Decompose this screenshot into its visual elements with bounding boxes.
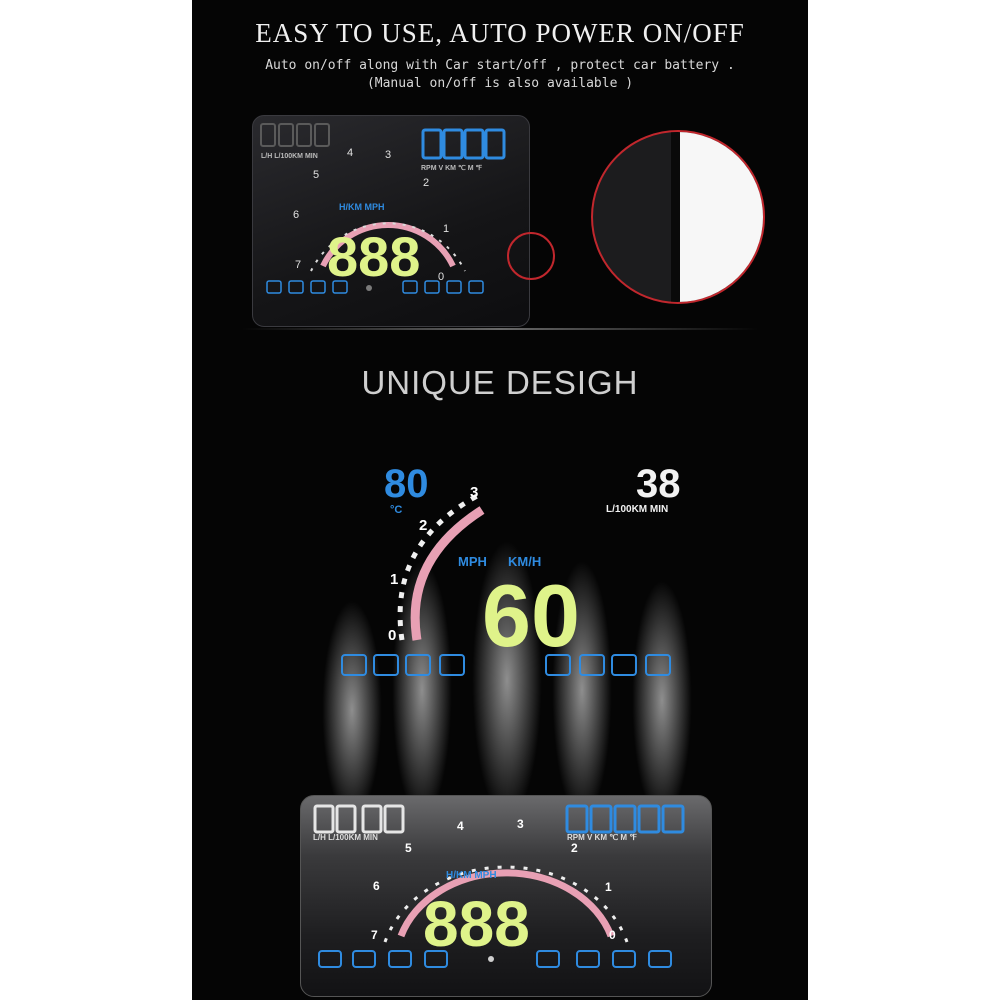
hud-large-scale-7: 7 (371, 928, 378, 942)
hud-small-left-digit-block (260, 123, 330, 147)
brake-icon (373, 654, 399, 676)
coolant-icon (402, 280, 418, 294)
battery-warning-icon (424, 280, 440, 294)
door-icon (318, 950, 342, 968)
engine-icon (352, 950, 376, 968)
coolant-icon (439, 654, 465, 676)
hud-large-left-digit-block (313, 804, 405, 834)
section-title: UNIQUE DESIGH (361, 364, 639, 401)
light-beam (632, 580, 692, 820)
hud-temp-value: 80 (384, 462, 429, 506)
speedometer-icon (446, 280, 462, 294)
hud-large-scale-2: 2 (571, 841, 578, 855)
hud-rpm-scale-2: 2 (419, 517, 427, 534)
hud-small-right-units: RPM V KM ℃ M ℉ (421, 164, 483, 172)
hud-device-large: L/H L/100KM MIN RPM V KM ℃ M ℉ 0 1 2 3 4… (300, 795, 712, 997)
hud-speed-value: 60 (482, 566, 580, 665)
hud-device-small-face: L/H L/100KM MIN RPM V KM ℃ M ℉ 0 1 2 3 4… (260, 123, 506, 294)
hud-unit-mph: MPH (458, 554, 487, 569)
light-sensor-icon (366, 285, 372, 291)
hud-large-scale-3: 3 (517, 817, 524, 831)
hud-small-left-units: L/H L/100KM MIN (261, 153, 318, 160)
settings-icon (468, 280, 484, 294)
battery-icon (310, 280, 326, 294)
light-sensor-icon (488, 956, 494, 962)
hud-small-scale-4: 4 (347, 147, 353, 159)
gear-icon (332, 280, 348, 294)
light-beam (322, 600, 382, 820)
door-icon (266, 280, 282, 294)
engine-icon (611, 654, 637, 676)
hud-small-speed-digits: 888 (327, 225, 420, 288)
hud-rpm-scale-0: 0 (388, 627, 396, 644)
speedometer-icon (612, 950, 636, 968)
section-divider (242, 328, 758, 330)
battery-warning-icon (576, 950, 600, 968)
hud-large-right-digit-block (565, 804, 685, 834)
projected-display: 80 °C 38 L/100KM MIN 0 1 2 3 MPH KM/H 60 (341, 462, 681, 676)
hud-large-icon-row (318, 950, 672, 968)
fuel-icon (579, 654, 605, 676)
speaker-icon (645, 654, 671, 676)
hud-large-rpm-arc (397, 869, 615, 938)
battery-icon (388, 950, 412, 968)
hud-large-scale-0: 0 (609, 928, 616, 942)
product-panel: EASY TO USE, AUTO POWER ON/OFF Auto on/o… (192, 0, 808, 1000)
hud-fuel-value: 38 (636, 462, 681, 506)
hud-small-scale-6: 6 (293, 209, 299, 221)
engine-icon (288, 280, 304, 294)
hud-temp-unit: °C (390, 504, 402, 516)
hud-large-tick-ring (383, 865, 629, 943)
hud-rpm-ticks (397, 493, 479, 641)
power-button-callout (507, 232, 555, 280)
light-beam (392, 560, 452, 820)
hud-large-speed-digits: 888 (423, 888, 530, 960)
settings-icon (648, 950, 672, 968)
hud-device-large-face: L/H L/100KM MIN RPM V KM ℃ M ℉ 0 1 2 3 4… (313, 804, 685, 968)
hud-small-scale-2: 2 (423, 177, 429, 189)
settings-icon (341, 654, 367, 676)
hud-small-rpm-arc (320, 222, 456, 268)
headline-line-2: (Manual on/off is also available ) (366, 76, 634, 91)
headline-line-1: Auto on/off along with Car start/off , p… (265, 58, 735, 73)
hud-large-left-units: L/H L/100KM MIN (313, 833, 378, 842)
gear-icon (424, 950, 448, 968)
hud-small-scale-1: 1 (443, 223, 449, 235)
hud-small-scale-5: 5 (313, 169, 319, 181)
hud-fuel-units: L/100KM MIN (606, 504, 668, 515)
battery-icon (405, 654, 431, 676)
headline-title: EASY TO USE, AUTO POWER ON/OFF (255, 18, 745, 48)
hud-large-right-units: RPM V KM ℃ M ℉ (567, 833, 637, 842)
hud-small-scale-0: 0 (438, 271, 444, 283)
hud-large-speed-units: H/KM MPH (446, 870, 497, 881)
light-beam (552, 560, 612, 820)
hud-device-small: L/H L/100KM MIN RPM V KM ℃ M ℉ 0 1 2 3 4… (252, 115, 530, 327)
hud-large-scale-6: 6 (373, 879, 380, 893)
hud-large-scale-5: 5 (405, 841, 412, 855)
hud-icon-row (341, 654, 671, 676)
hud-unit-kmh: KM/H (508, 554, 541, 569)
hud-small-icon-row (266, 280, 484, 294)
hud-rpm-scale-1: 1 (390, 571, 398, 588)
coolant-icon (536, 950, 560, 968)
light-beam (472, 540, 542, 820)
hud-small-speed-units: H/KM MPH (339, 202, 385, 212)
wheel-icon (545, 654, 571, 676)
hud-large-scale-1: 1 (605, 880, 612, 894)
hud-rpm-scale-3: 3 (470, 484, 478, 501)
hud-large-scale-4: 4 (457, 819, 464, 833)
power-button-zoom (591, 130, 765, 304)
hud-small-scale-3: 3 (385, 149, 391, 161)
hud-small-scale-7: 7 (295, 259, 301, 271)
hud-rpm-arc (410, 506, 485, 641)
hud-small-right-digit-block (421, 128, 506, 160)
